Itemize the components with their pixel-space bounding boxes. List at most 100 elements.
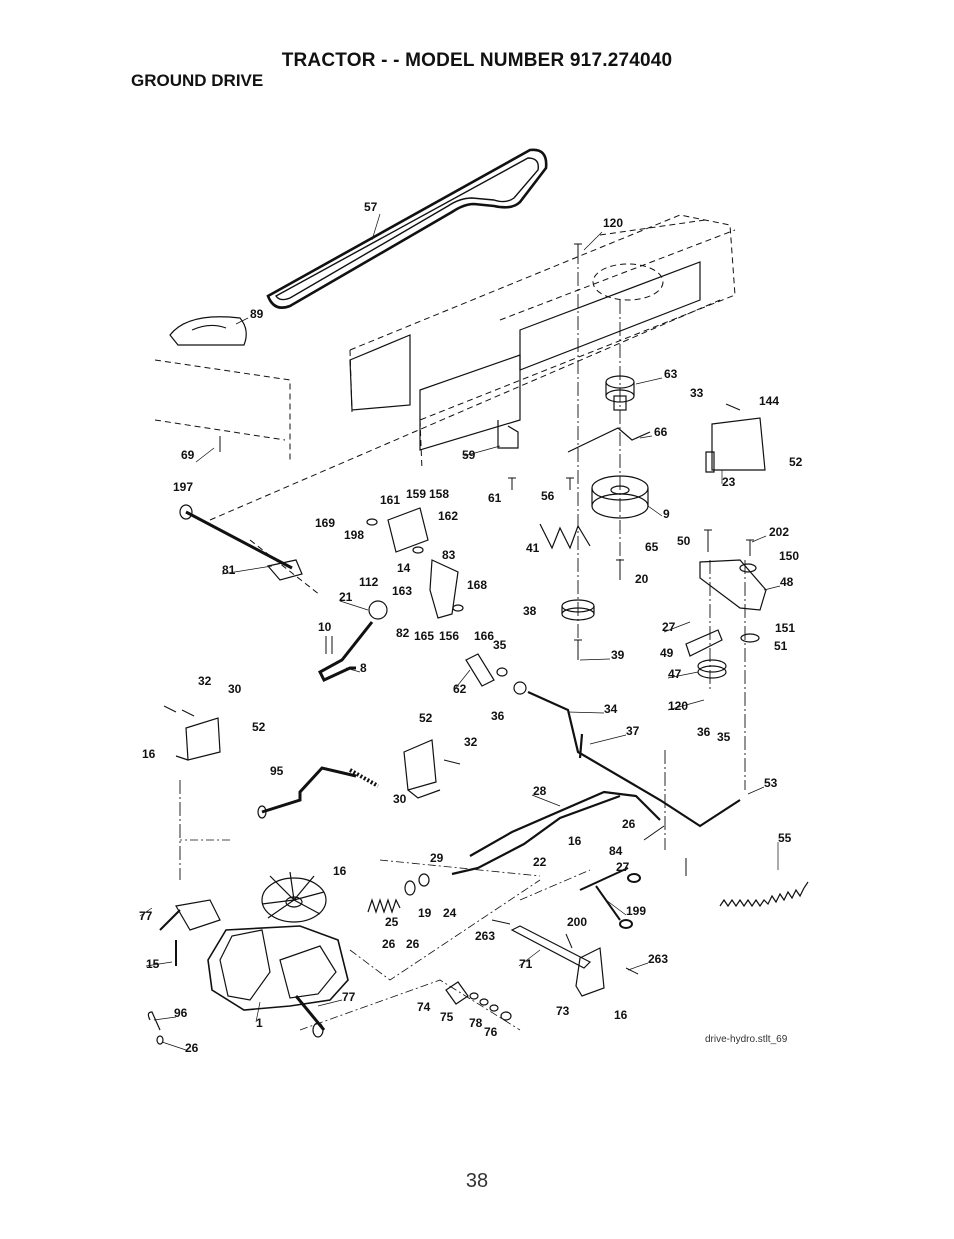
callout-label: 19 [418, 906, 432, 920]
callout-label: 20 [635, 572, 649, 586]
callout-label: 22 [533, 855, 547, 869]
callout-label: 52 [789, 455, 803, 469]
callout-label: 33 [690, 386, 704, 400]
callout-label: 47 [668, 667, 682, 681]
callout-label: 16 [568, 834, 582, 848]
callout-label: 1 [256, 1016, 263, 1030]
callout-label: 120 [603, 216, 623, 230]
washer-stack-part [445, 981, 512, 1021]
shift-lever-part [318, 600, 388, 682]
callout-label: 27 [616, 860, 630, 874]
callout-label: 151 [775, 621, 795, 635]
callout-label: 52 [252, 720, 266, 734]
callout-label: 26 [622, 817, 636, 831]
callout-label: 9 [663, 507, 670, 521]
callout-label: 63 [664, 367, 678, 381]
brake-rod-part [527, 690, 741, 828]
callout-label: 32 [464, 735, 478, 749]
callout-label: 144 [759, 394, 779, 408]
callout-label: 14 [397, 561, 411, 575]
callout-label: 35 [717, 730, 731, 744]
callout-label: 77 [342, 990, 356, 1004]
callout-label: 73 [556, 1004, 570, 1018]
callout-label: 77 [139, 909, 153, 923]
callout-label: 112 [359, 575, 379, 589]
callout-label: 49 [660, 646, 674, 660]
callout-label: 66 [654, 425, 668, 439]
callout-label: 202 [769, 525, 789, 539]
shift-bracket-assembly [366, 507, 464, 619]
connector-lines [180, 839, 591, 1031]
callout-label: 82 [396, 626, 410, 640]
callout-label: 41 [526, 541, 540, 555]
callout-label: 21 [339, 590, 353, 604]
fasteners [163, 243, 754, 975]
callout-label: 165 [414, 629, 434, 643]
callout-label: 162 [438, 509, 458, 523]
callout-label: 8 [360, 661, 367, 675]
callout-label: 62 [453, 682, 467, 696]
callout-label: 95 [270, 764, 284, 778]
hairpin-clip-part [147, 1011, 164, 1045]
callout-label: 263 [648, 952, 668, 966]
callout-label: 81 [222, 563, 236, 577]
callout-label: 161 [380, 493, 400, 507]
drive-belt-part [266, 148, 548, 309]
callout-label: 57 [364, 200, 378, 214]
diagram-artwork [139, 148, 809, 1051]
brake-bracket-left-part [175, 717, 221, 761]
callout-label: 200 [567, 915, 587, 929]
tractor-frame-outline [154, 214, 736, 596]
callout-label: 30 [393, 792, 407, 806]
callout-label: 74 [417, 1000, 431, 1014]
page-number: 38 [465, 1170, 489, 1192]
callout-label: 39 [611, 648, 625, 662]
cooling-fan-part [261, 871, 327, 923]
callout-label: 263 [475, 929, 495, 943]
frame-side-plates [349, 261, 701, 451]
bracket-bar-part [510, 925, 605, 997]
bypass-rod-part [257, 766, 379, 819]
callout-label: 166 [474, 629, 494, 643]
callout-label: 26 [185, 1041, 199, 1055]
callout-label: 197 [173, 480, 193, 494]
callout-label: 29 [430, 851, 444, 865]
callout-label: 65 [645, 540, 659, 554]
callout-label: 23 [722, 475, 736, 489]
callout-label: 52 [419, 711, 433, 725]
callout-label: 36 [491, 709, 505, 723]
callout-label: 158 [429, 487, 449, 501]
callout-label: 32 [198, 674, 212, 688]
callout-label: 84 [609, 844, 623, 858]
callout-label: 96 [174, 1006, 188, 1020]
callout-label: 16 [142, 747, 156, 761]
callout-label: 37 [626, 724, 640, 738]
callout-label: 69 [181, 448, 195, 462]
callout-label: 35 [493, 638, 507, 652]
callout-label: 25 [385, 915, 399, 929]
callout-label: 55 [778, 831, 792, 845]
pulley-part [561, 599, 595, 621]
idler-pulley-part [605, 375, 635, 411]
callout-label: 120 [668, 699, 688, 713]
center-axis-lines [179, 250, 746, 880]
callout-label: 51 [774, 639, 788, 653]
callout-label: 169 [315, 516, 335, 530]
callout-label: 30 [228, 682, 242, 696]
callout-label: 34 [604, 702, 618, 716]
idler-bracket-part [539, 427, 651, 550]
callout-label: 59 [462, 448, 476, 462]
callout-labels: 57 120 89 63 33 144 66 69 59 52 23 197 1… [139, 200, 803, 1055]
callout-label: 38 [523, 604, 537, 618]
callout-label: 27 [662, 620, 676, 634]
callout-label: 24 [443, 906, 457, 920]
callout-label: 71 [519, 957, 533, 971]
callout-label: 156 [439, 629, 459, 643]
callout-label: 159 [406, 487, 426, 501]
shift-rod-part [179, 504, 303, 581]
callout-label: 53 [764, 776, 778, 790]
callout-label: 76 [484, 1025, 498, 1039]
cover-part [169, 316, 247, 346]
mount-plate-part [705, 417, 766, 473]
